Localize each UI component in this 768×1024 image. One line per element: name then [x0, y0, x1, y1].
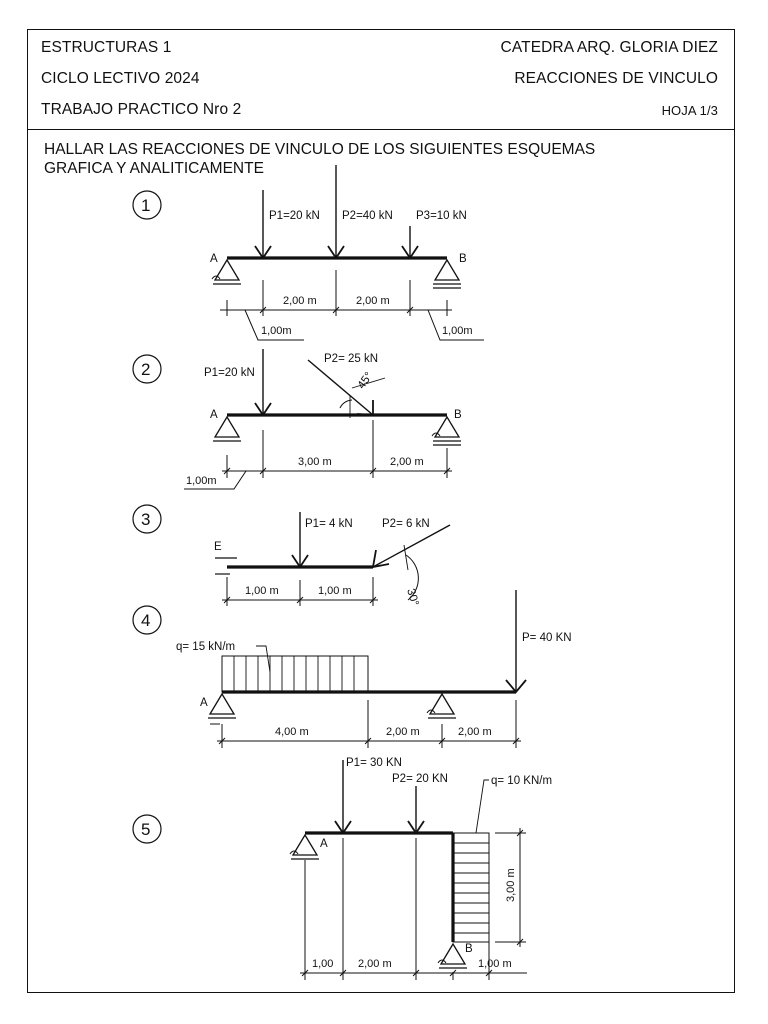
exercise-5-number-circle — [132, 814, 162, 844]
exercise-1-load-p1 — [254, 190, 272, 260]
exercise-1-dim-2: 2,00 m — [356, 295, 390, 307]
exercise-4: 4 q= 15 kN/m P= 40 KN A — [132, 590, 572, 748]
exercise-4-distributed-load — [221, 645, 369, 693]
exercise-3-load-p2 — [371, 524, 451, 601]
exercise-4-dim-3: 2,00 m — [458, 726, 492, 738]
exercise-4-dim-1: 4,00 m — [275, 726, 309, 738]
exercise-3-dim-2: 1,00 m — [318, 585, 352, 597]
exercise-5-p2-label: P2= 20 KN — [392, 773, 448, 785]
exercise-5-number: 5 — [141, 820, 150, 839]
exercise-3-p1-label: P1= 4 kN — [305, 518, 353, 530]
exercise-4-dimension-lines — [217, 700, 521, 748]
exercise-1-p2-label: P2=40 kN — [342, 210, 393, 222]
exercise-2-support-a: A — [210, 409, 218, 421]
sheet-frame — [27, 29, 735, 993]
exercise-3-fixed-support — [215, 557, 237, 575]
exercise-1-dim-3: 1,00m — [261, 325, 292, 337]
exercise-1-number: 1 — [141, 196, 150, 215]
chair-name: CATEDRA ARQ. GLORIA DIEZ — [500, 39, 718, 56]
exercise-2-p2-label: P2= 25 kN — [324, 353, 378, 365]
exercise-3-angle: 30° — [404, 587, 420, 607]
exercise-4-load-p — [505, 590, 527, 694]
exercise-1-p1-label: P1=20 kN — [269, 210, 320, 222]
exercise-2-dimension-lines — [184, 420, 452, 490]
exercise-1-dim-1: 2,00 m — [283, 295, 317, 307]
exercise-3-dimension-lines — [222, 577, 378, 606]
exercise-5-q-label: q= 10 KN/m — [491, 775, 552, 787]
exercise-1-p3-label: P3=10 kN — [416, 210, 467, 222]
header-divider — [27, 129, 735, 130]
exercise-1-support-a: A — [210, 253, 218, 265]
exercise-1-support-b: B — [459, 253, 467, 265]
exercise-2-load-p2 — [307, 359, 386, 418]
exercise-2-dim-3: 2,00 m — [390, 456, 424, 468]
exercise-5-support-b: B — [465, 943, 473, 955]
exercise-5-load-p1 — [334, 760, 352, 835]
exercise-5-load-p2 — [407, 786, 425, 835]
exercise-4-q-label: q= 15 kN/m — [176, 641, 235, 653]
exercise-3: 3 E P1= 4 kN P2= 6 kN 30° 1,00 m — [132, 504, 451, 607]
exercise-5-dim-1: 1,00 — [312, 958, 333, 970]
exercise-5-distributed-load — [452, 779, 490, 943]
exercise-5-p1-label: P1= 30 KN — [346, 757, 402, 769]
school-year: CICLO LECTIVO 2024 — [41, 70, 200, 87]
course-title: ESTRUCTURAS 1 — [41, 39, 172, 56]
exercise-1-dim-4: 1,00m — [442, 325, 473, 337]
exercise-5-dimension-lines — [300, 828, 527, 980]
exercise-5-support-a: A — [320, 838, 328, 850]
instruction: HALLAR LAS REACCIONES DE VINCULO DE LOS … — [44, 140, 595, 178]
exercise-3-p2-label: P2= 6 kN — [382, 518, 430, 530]
exercise-1-load-p2 — [327, 165, 345, 260]
exercise-2-dim-2: 3,00 m — [298, 456, 332, 468]
sheet-number: HOJA 1/3 — [661, 103, 718, 118]
exercise-2-p1-label: P1=20 kN — [204, 367, 255, 379]
exercise-1: 1 P1=20 kN P2=40 kN P3=10 kN A B — [132, 165, 484, 341]
exercise-4-number: 4 — [141, 611, 150, 630]
exercise-2-number-circle — [132, 354, 162, 384]
exercise-1-number-circle — [132, 190, 162, 220]
exercise-1-dimension-lines — [220, 270, 484, 341]
exercise-5-dim-2: 2,00 m — [358, 958, 392, 970]
exercise-5-dim-3: 1,00 m — [478, 958, 512, 970]
exercise-2-support-b: B — [454, 409, 462, 421]
exercise-5-dim-4: 3,00 m — [505, 868, 517, 902]
exercise-2: 2 P1=20 kN P2= 25 kN 45° A B — [132, 349, 462, 490]
exercise-3-dim-1: 1,00 m — [245, 585, 279, 597]
exercise-4-support-a: A — [200, 697, 208, 709]
exercise-5: 5 P1= 30 KN P2= 20 KN q= 10 KN — [132, 757, 552, 980]
exercise-2-load-p1 — [254, 349, 272, 417]
exercise-3-load-p1 — [291, 512, 309, 569]
exercise-2-number: 2 — [141, 360, 150, 379]
exercise-2-angle: 45° — [356, 370, 376, 391]
instruction-line-1: HALLAR LAS REACCIONES DE VINCULO DE LOS … — [44, 141, 596, 158]
exercise-2-dim-1: 1,00m — [186, 475, 217, 487]
exercise-4-dim-2: 2,00 m — [386, 726, 420, 738]
exercise-4-p-label: P= 40 KN — [522, 632, 572, 644]
exercise-3-number: 3 — [141, 510, 150, 529]
work-title: TRABAJO PRACTICO Nro 2 — [41, 101, 242, 118]
exercise-3-number-circle — [132, 504, 162, 534]
exercise-1-load-p3 — [401, 226, 419, 260]
exercise-4-number-circle — [132, 605, 162, 635]
topic-title: REACCIONES DE VINCULO — [514, 70, 718, 87]
exercise-3-support-e: E — [214, 541, 222, 553]
instruction-line-2: GRAFICA Y ANALITICAMENTE — [44, 160, 264, 177]
